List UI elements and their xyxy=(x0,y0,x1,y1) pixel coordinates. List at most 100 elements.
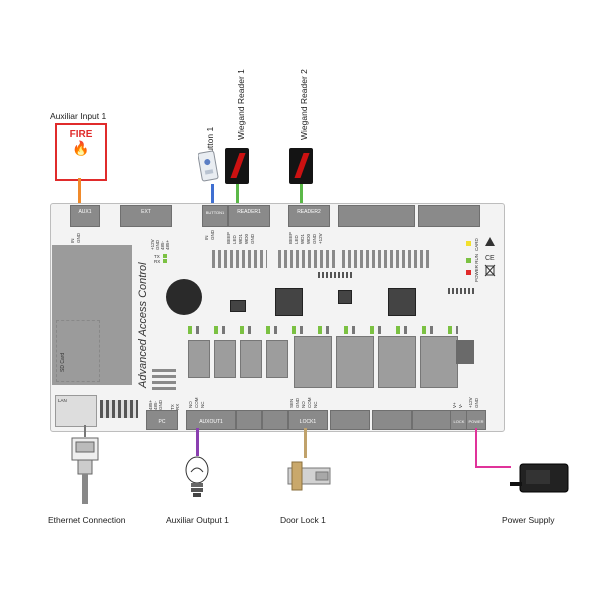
spare-terminal-1 xyxy=(338,205,415,227)
dip-switch xyxy=(100,400,138,418)
reader1-pin: BEEP xyxy=(226,231,231,244)
processor-chip xyxy=(275,288,303,316)
ext-tx: TX xyxy=(154,254,160,259)
relay xyxy=(240,340,262,378)
door-lock-icon xyxy=(287,461,331,491)
exit-button-wire xyxy=(211,184,214,206)
power-adapter-icon xyxy=(510,463,569,493)
lock1-terminal: LOCK1 xyxy=(288,410,328,430)
relay xyxy=(188,340,210,378)
reader1-header: READER1 xyxy=(237,209,261,215)
reader1-pin: WD0 xyxy=(244,234,249,244)
lock-relay xyxy=(378,336,416,388)
power-wire xyxy=(475,428,477,468)
card-reader-icon xyxy=(225,148,249,184)
aux-input-label: Auxiliar Input 1 xyxy=(50,111,107,121)
weee-bin-icon xyxy=(485,265,495,276)
spare-bottom-terminal xyxy=(330,410,370,430)
misc-components xyxy=(342,250,432,268)
lock-pin: GND xyxy=(295,398,300,408)
relay xyxy=(214,340,236,378)
ce-mark-icon: CE xyxy=(485,255,495,262)
sd-card-label: SD Card xyxy=(60,352,66,372)
fire-flame-icon: 🔥 xyxy=(72,140,90,156)
aux-input-wire xyxy=(78,178,81,205)
power-pin: GND xyxy=(474,398,479,408)
processor-chip xyxy=(388,288,416,316)
reader2-pin: +12V xyxy=(318,233,323,244)
spare-bottom-terminal xyxy=(236,410,262,430)
card-label: CARD xyxy=(474,238,479,251)
spare-bottom-terminal xyxy=(372,410,412,430)
pc-header: PC xyxy=(158,419,166,425)
ext-terminal: EXT xyxy=(120,205,172,227)
reader2-pin: BEEP xyxy=(288,231,293,244)
reader1-components xyxy=(212,250,267,268)
lock1-header: LOCK1 xyxy=(299,419,317,425)
button1-pin-gnd: GND xyxy=(210,230,215,240)
reader1-pin: LED xyxy=(232,235,237,244)
aux1-terminal: AUX1 xyxy=(70,205,100,227)
relay-indicators xyxy=(188,326,458,334)
ethernet-label: Ethernet Connection xyxy=(48,515,126,525)
lock-header: LOCK xyxy=(453,419,465,424)
pin-header xyxy=(448,288,476,294)
door-lock-wire xyxy=(304,428,307,458)
ext-pin: 485+ xyxy=(165,239,170,250)
door-lock-label: Door Lock 1 xyxy=(280,515,326,525)
lock-pin: SEN xyxy=(289,398,294,408)
board-title: Advanced Access Control xyxy=(137,262,149,388)
relay xyxy=(266,340,288,378)
button1-terminal: BUTTON1 xyxy=(202,205,228,227)
buzzer xyxy=(166,279,202,315)
pc-pin: GND xyxy=(158,400,163,410)
auxout1-terminal: AUXOUT1 xyxy=(186,410,236,430)
reader1-pin: GND xyxy=(250,234,255,244)
reader1-pin: WD1 xyxy=(238,234,243,244)
reader2-components xyxy=(278,250,338,268)
reader1-wire xyxy=(236,184,239,206)
power-component xyxy=(456,340,474,364)
auxout1-header: AUXOUT1 xyxy=(199,419,223,425)
lock-pin: COM xyxy=(307,397,312,409)
power-supply-label: Power Supply xyxy=(502,515,555,525)
small-chip xyxy=(230,300,246,312)
card-led xyxy=(466,241,471,246)
spare-bottom-terminal xyxy=(412,410,452,430)
power-header: POWER xyxy=(468,419,484,424)
reader2-pin: LED xyxy=(294,235,299,244)
light-bulb-icon xyxy=(185,456,209,497)
lan-port: LAN xyxy=(55,395,97,427)
power-pin: +12V xyxy=(468,397,473,408)
certification-icons: CE xyxy=(484,237,496,277)
reader2-pin: WD1 xyxy=(300,234,305,244)
lock-pin: NC xyxy=(313,401,318,409)
fire-alarm-device: FIRE 🔥 xyxy=(55,123,107,181)
ext-header: EXT xyxy=(141,209,151,215)
reader2-pin: GND xyxy=(312,234,317,244)
spare-terminal-2 xyxy=(418,205,480,227)
rx-led xyxy=(163,259,167,263)
wiegand-reader-1-label: Wiegand Reader 1 xyxy=(236,69,246,140)
lock-relay xyxy=(420,336,458,388)
spare-bottom-terminal xyxy=(262,410,288,430)
auxout-pin: NC xyxy=(200,401,205,409)
lock-relay xyxy=(294,336,332,388)
exit-button-icon xyxy=(198,150,219,182)
power-wire-horizontal xyxy=(475,466,511,468)
reader2-pin: WD0 xyxy=(306,234,311,244)
button1-pin-in: IN xyxy=(204,235,209,241)
power-run-label: POWER RUN xyxy=(474,254,479,282)
reader2-header: READER2 xyxy=(297,209,321,215)
power-terminal: POWER xyxy=(466,410,486,430)
small-components xyxy=(152,368,176,390)
lan-label: LAN xyxy=(58,398,67,403)
wiegand-reader-2-label: Wiegand Reader 2 xyxy=(299,69,309,140)
pin-header xyxy=(318,272,354,278)
power-led xyxy=(466,270,471,275)
aux1-header: AUX1 xyxy=(78,209,92,215)
aux-output-wire xyxy=(196,428,199,456)
ext-rx: RX xyxy=(154,259,161,264)
run-led xyxy=(466,258,471,263)
ethernet-plug-icon xyxy=(71,437,99,504)
